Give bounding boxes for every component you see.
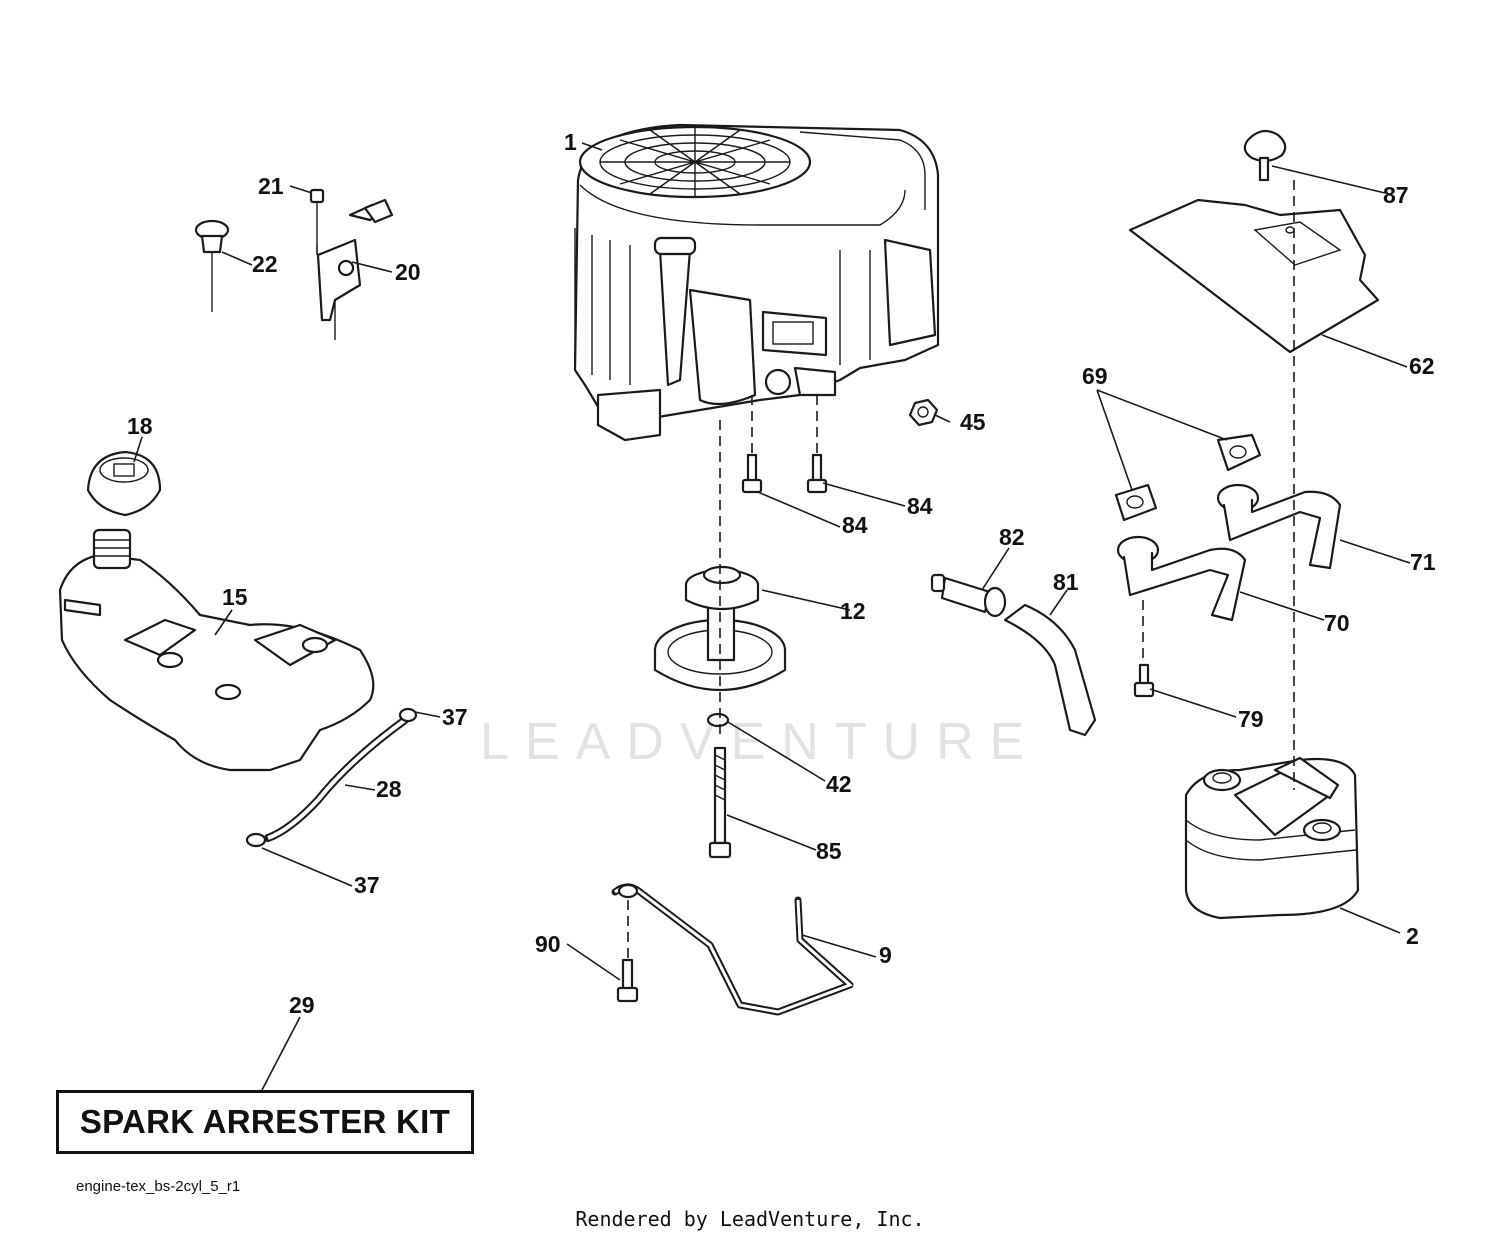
callout-2[interactable]: 2 bbox=[1406, 923, 1419, 949]
callout-82[interactable]: 82 bbox=[999, 524, 1025, 550]
callout-62[interactable]: 62 bbox=[1409, 353, 1435, 379]
engine-part-1[interactable] bbox=[573, 123, 940, 442]
washer-part-42[interactable] bbox=[706, 712, 730, 728]
bracket-part-20[interactable] bbox=[316, 198, 394, 340]
exhaust-pipe-part-71[interactable] bbox=[1216, 483, 1342, 570]
render-credit: Rendered by LeadVenture, Inc. bbox=[575, 1207, 925, 1231]
callout-71[interactable]: 71 bbox=[1410, 549, 1436, 575]
callout-70[interactable]: 70 bbox=[1324, 610, 1350, 636]
watermark: LEADVENTURE bbox=[480, 713, 1041, 771]
hose-part-81[interactable] bbox=[1003, 603, 1097, 737]
callout-81[interactable]: 81 bbox=[1053, 569, 1079, 595]
callout-84-left[interactable]: 84 bbox=[842, 512, 868, 538]
fuel-tank-part-15[interactable] bbox=[58, 528, 375, 772]
nut-part-45[interactable] bbox=[908, 398, 939, 427]
callout-87[interactable]: 87 bbox=[1383, 182, 1409, 208]
gasket-part-69-a[interactable] bbox=[1216, 433, 1262, 472]
diagram-reference-id: engine-tex_bs-2cyl_5_r1 bbox=[76, 1178, 241, 1195]
callout-22[interactable]: 22 bbox=[252, 251, 278, 277]
bolt-part-84-left[interactable] bbox=[741, 453, 763, 494]
callouts: 1 21 22 20 18 15 37 28 37 29 12 45 84 84… bbox=[127, 129, 1436, 1018]
screw-part-21[interactable] bbox=[309, 188, 325, 245]
bolt-part-79[interactable] bbox=[1133, 663, 1155, 698]
callout-12[interactable]: 12 bbox=[840, 598, 866, 624]
callout-1[interactable]: 1 bbox=[564, 129, 577, 155]
callout-9[interactable]: 9 bbox=[879, 942, 892, 968]
spark-arrester-kit-label[interactable]: SPARK ARRESTER KIT bbox=[56, 1090, 474, 1154]
bolt-part-84-right[interactable] bbox=[806, 453, 828, 494]
muffler-part-2[interactable] bbox=[1184, 756, 1360, 920]
heat-shield-part-62[interactable] bbox=[1128, 198, 1380, 354]
callout-69[interactable]: 69 bbox=[1082, 363, 1108, 389]
exhaust-pipe-part-70[interactable] bbox=[1116, 535, 1247, 622]
callout-21[interactable]: 21 bbox=[258, 173, 284, 199]
callout-20[interactable]: 20 bbox=[395, 259, 421, 285]
callout-42[interactable]: 42 bbox=[826, 771, 852, 797]
callout-85[interactable]: 85 bbox=[816, 838, 842, 864]
fuel-cap-part-18[interactable] bbox=[86, 450, 162, 517]
assembly-lines bbox=[316, 180, 1295, 960]
leader-lines bbox=[133, 142, 1411, 1091]
callout-37-top[interactable]: 37 bbox=[442, 704, 468, 730]
bolt-part-85[interactable] bbox=[708, 746, 732, 859]
fuel-hose-part-28[interactable] bbox=[264, 716, 409, 842]
clamp-part-37-bottom[interactable] bbox=[245, 832, 267, 848]
callout-45[interactable]: 45 bbox=[960, 409, 986, 435]
callout-28[interactable]: 28 bbox=[376, 776, 402, 802]
clamp-part-37-top[interactable] bbox=[398, 707, 418, 723]
callout-90[interactable]: 90 bbox=[535, 931, 561, 957]
brace-rod-part-9[interactable] bbox=[611, 883, 854, 1016]
callout-84-right[interactable]: 84 bbox=[907, 493, 933, 519]
knob-part-87[interactable] bbox=[1243, 129, 1287, 182]
callout-37-bottom[interactable]: 37 bbox=[354, 872, 380, 898]
callout-79[interactable]: 79 bbox=[1238, 706, 1264, 732]
gasket-part-69-b[interactable] bbox=[1114, 483, 1158, 522]
bolt-part-90[interactable] bbox=[616, 958, 639, 1003]
knob-part-22[interactable] bbox=[194, 219, 230, 312]
callout-29[interactable]: 29 bbox=[289, 992, 315, 1018]
callout-18[interactable]: 18 bbox=[127, 413, 153, 439]
fitting-part-82[interactable] bbox=[930, 573, 1007, 618]
callout-15[interactable]: 15 bbox=[222, 584, 248, 610]
